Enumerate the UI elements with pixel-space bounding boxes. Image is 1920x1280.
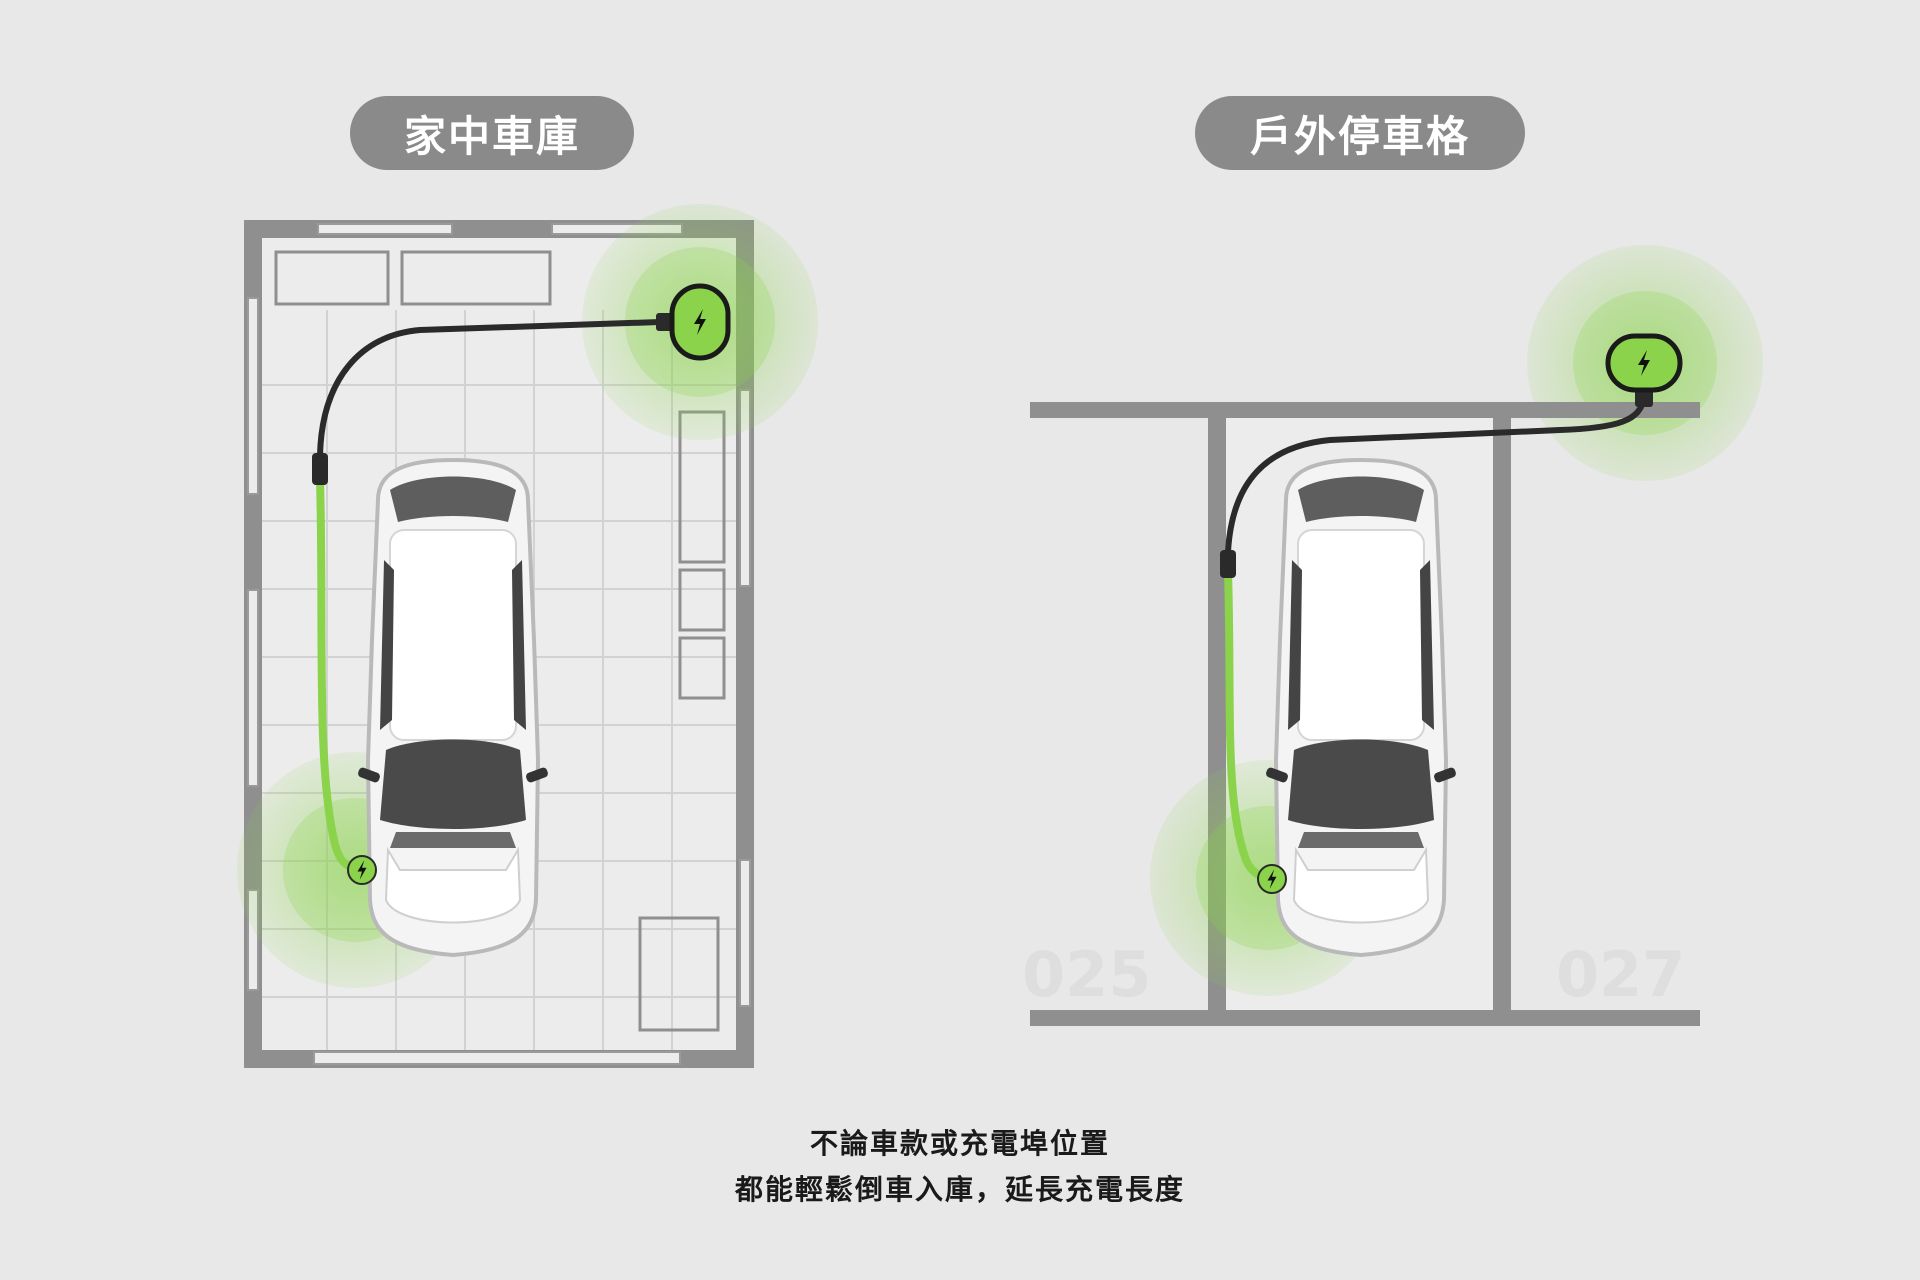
garage-cabinets [274, 250, 726, 1032]
caption-line-2: 都能輕鬆倒車入庫，延長充電長度 [734, 1173, 1185, 1206]
garage-windows [247, 223, 751, 1065]
charger-unit [656, 283, 731, 361]
plug-head [312, 453, 328, 485]
parking-lines [1030, 402, 1700, 1026]
caption-line-1: 不論車款或充電埠位置 [809, 1127, 1110, 1160]
spot-number-027: 027 [1556, 938, 1685, 1011]
home-garage-diagram [237, 204, 818, 1068]
spot-number-025: 025 [1022, 938, 1151, 1011]
charge-cable-green [316, 479, 359, 872]
charge-cable-green [1224, 571, 1273, 882]
plug-head [1220, 550, 1236, 578]
charge-cable [317, 319, 661, 456]
charge-cable [1225, 397, 1647, 553]
charge-port-icon [1257, 864, 1287, 894]
outdoor-parking-diagram: 025 026 027 [1022, 245, 1763, 1026]
charger-unit [1605, 333, 1683, 407]
car [1262, 458, 1460, 957]
car [354, 458, 552, 957]
charge-port-icon [347, 855, 377, 885]
home-garage-label: 家中車庫 [350, 96, 634, 170]
outdoor-space-label: 戶外停車格 [1195, 96, 1525, 170]
